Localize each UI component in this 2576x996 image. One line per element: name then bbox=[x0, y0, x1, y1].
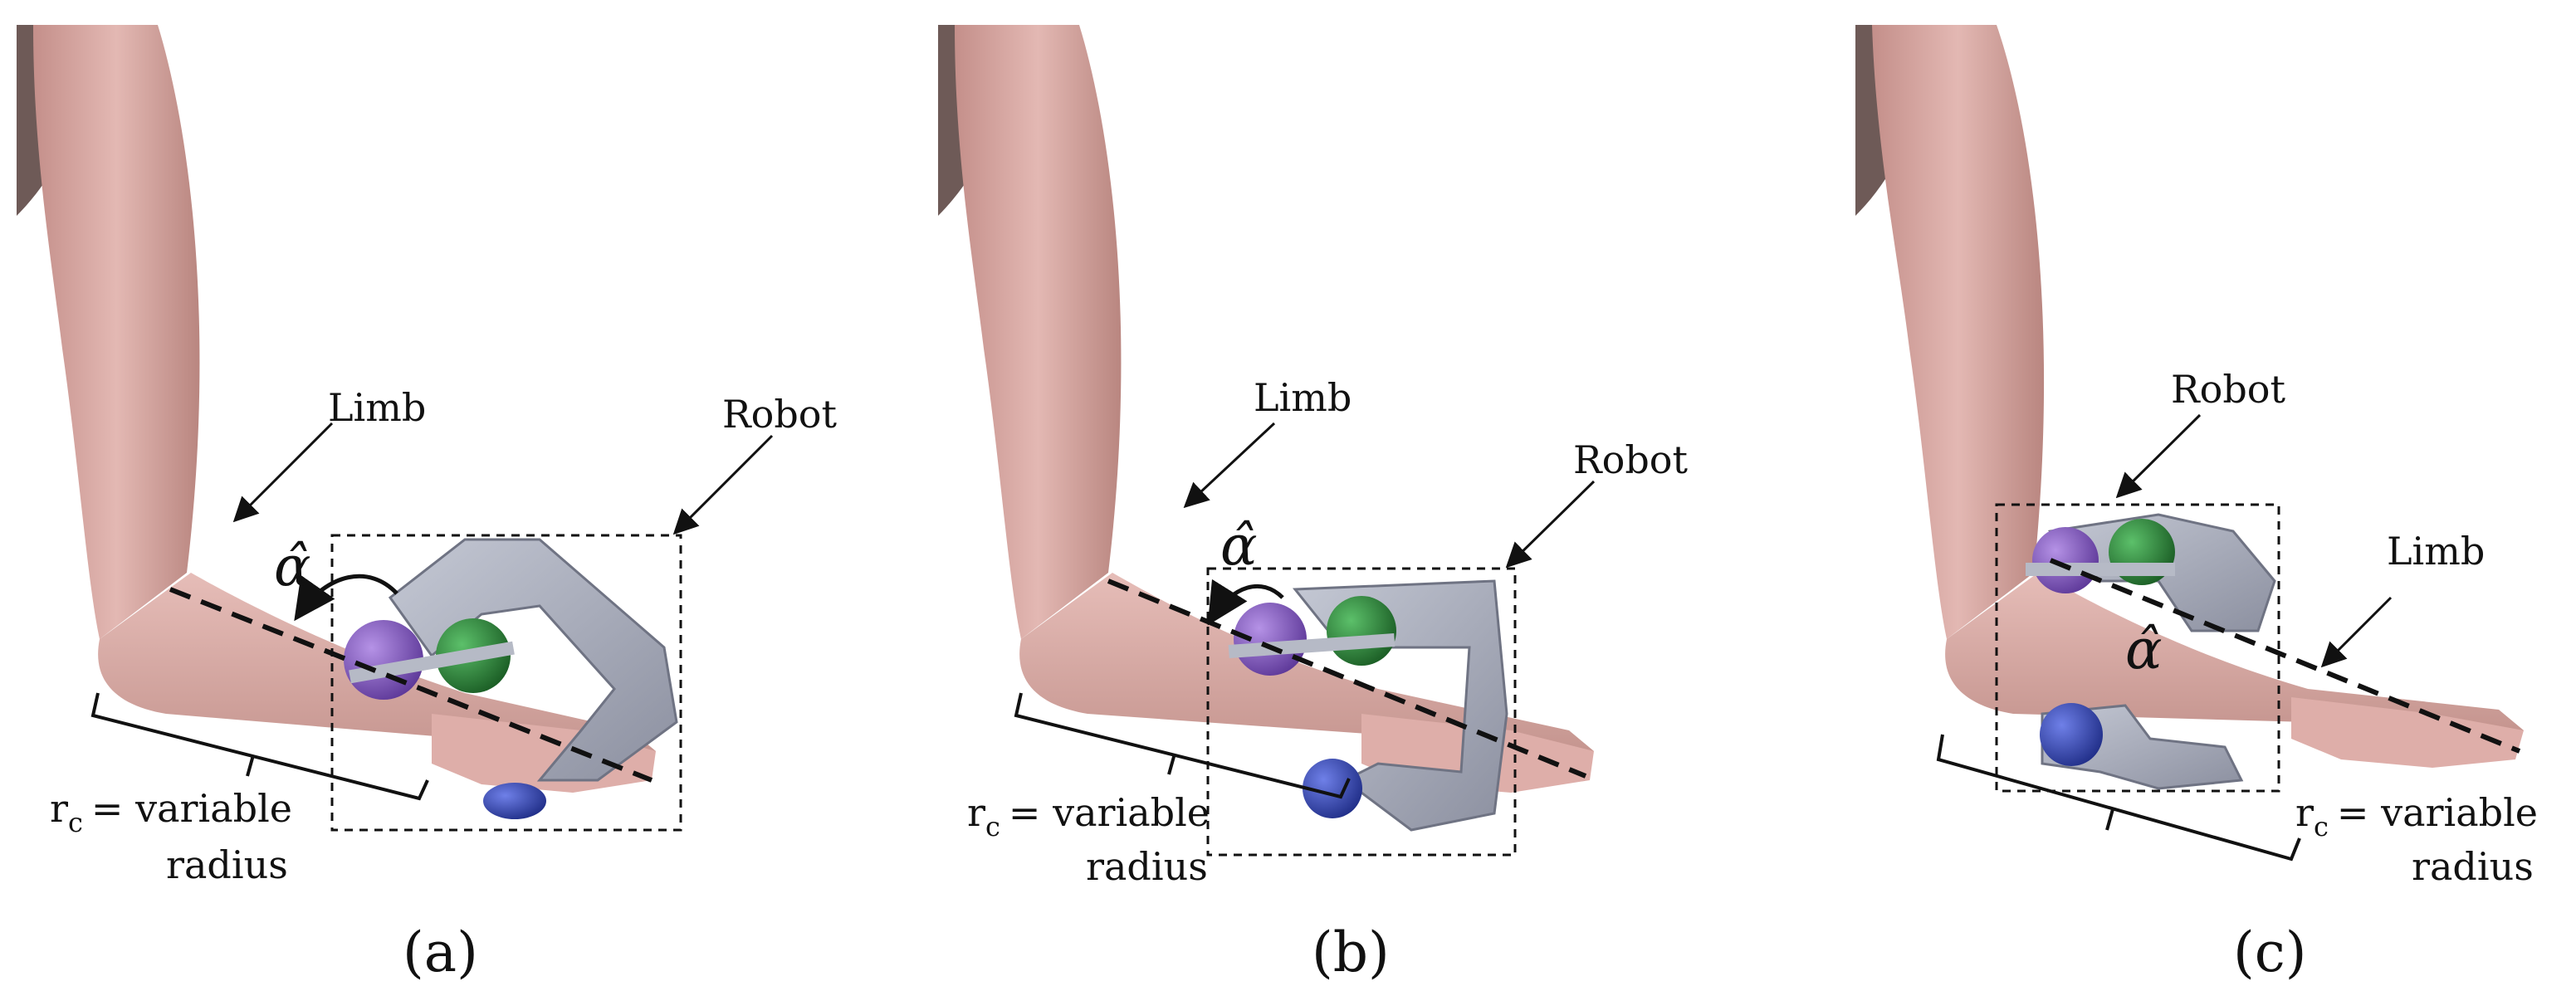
upper-arm bbox=[33, 25, 200, 639]
radius-label-line2: radius bbox=[166, 842, 288, 887]
panel-a-caption: (a) bbox=[403, 920, 478, 984]
radius-symbol: r bbox=[2295, 790, 2314, 835]
connector-bar bbox=[1228, 633, 1396, 658]
limb-arrow bbox=[1183, 422, 1276, 509]
robot-arrow bbox=[672, 434, 774, 535]
radius-subscript: c bbox=[2314, 811, 2329, 842]
limb-arrow bbox=[232, 422, 334, 523]
radius-bracket bbox=[1936, 734, 2301, 862]
panel-c-caption: (c) bbox=[2233, 920, 2306, 984]
radius-label-line2: radius bbox=[1086, 844, 1208, 889]
panel-c: Robot Limb α̂ rc = variable radius (c) bbox=[1855, 25, 2538, 984]
robot-arrow bbox=[1505, 480, 1596, 569]
alpha-label: α̂ bbox=[274, 535, 311, 598]
radius-label-line1: rc = variable bbox=[2295, 790, 2538, 842]
limb-axis-line bbox=[169, 587, 653, 783]
purple-sphere bbox=[2032, 527, 2099, 593]
alpha-arc-arrow bbox=[294, 574, 398, 622]
robot-frame bbox=[388, 538, 678, 782]
forearm bbox=[1945, 573, 2524, 747]
alpha-label: α̂ bbox=[1220, 514, 1258, 578]
panel-a: Limb Robot α̂ rc = variable radius (a) bbox=[17, 25, 837, 984]
radius-symbol: r bbox=[967, 790, 985, 835]
radius-bracket bbox=[90, 692, 429, 801]
green-sphere bbox=[1327, 596, 1396, 666]
radius-symbol: r bbox=[50, 786, 68, 831]
limb-label: Limb bbox=[1254, 375, 1352, 420]
limb-label: Limb bbox=[328, 385, 426, 430]
alpha-arc-arrow bbox=[1207, 579, 1284, 626]
upper-arm bbox=[955, 25, 1122, 639]
limb-axis-line bbox=[1107, 579, 1587, 779]
blue-sphere bbox=[1303, 759, 1362, 818]
connector-bar bbox=[349, 641, 515, 684]
limb-label: Limb bbox=[2387, 529, 2485, 574]
panel-b: Limb Robot α̂ rc = variable radius (b) bbox=[938, 25, 1688, 984]
radius-bracket bbox=[1014, 692, 1351, 799]
limb-arrow bbox=[2320, 596, 2393, 668]
hand bbox=[2291, 697, 2524, 768]
radius-subscript: c bbox=[68, 807, 83, 838]
blue-sphere bbox=[2040, 703, 2103, 766]
purple-sphere bbox=[1234, 603, 1307, 676]
robot-bounding-box bbox=[330, 534, 682, 832]
robot-bounding-box bbox=[1206, 567, 1517, 857]
radius-equation: = variable bbox=[1009, 790, 1210, 835]
robot-arrow bbox=[2115, 413, 2202, 499]
radius-equation: = variable bbox=[2337, 790, 2538, 835]
connector-bar bbox=[2026, 563, 2175, 576]
radius-equation: = variable bbox=[91, 786, 292, 831]
robot-label: Robot bbox=[722, 392, 837, 437]
robot-label: Robot bbox=[1573, 437, 1688, 482]
radius-subscript: c bbox=[985, 811, 1000, 842]
alpha-label: α̂ bbox=[2125, 618, 2163, 681]
radius-label-line1: rc = variable bbox=[967, 790, 1210, 842]
limb-axis-line bbox=[2049, 558, 2521, 754]
radius-label-line1: rc = variable bbox=[50, 786, 292, 838]
blue-sphere bbox=[483, 783, 546, 819]
robot-label: Robot bbox=[2171, 367, 2285, 412]
robot-bounding-box bbox=[1995, 503, 2280, 793]
radius-label-line2: radius bbox=[2412, 844, 2534, 889]
upper-arm bbox=[1872, 25, 2045, 639]
panel-b-caption: (b) bbox=[1312, 920, 1390, 984]
